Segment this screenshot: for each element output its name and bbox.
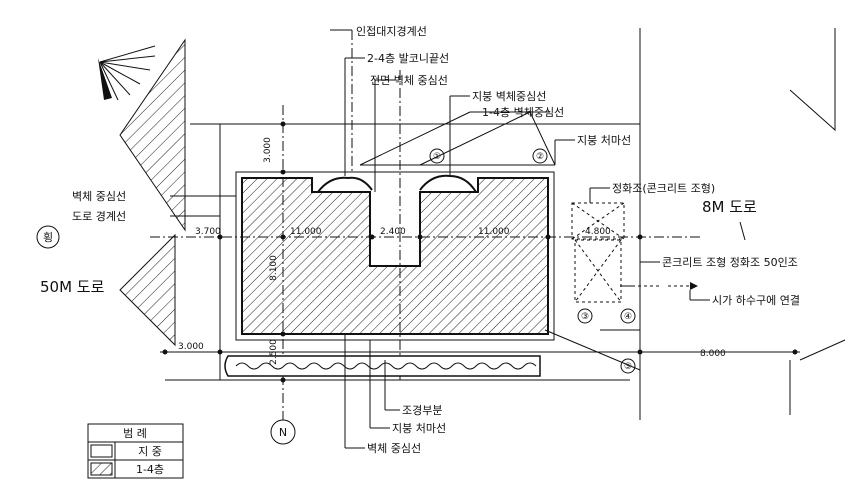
legend: 범 례 지 중 1-4층 [87,423,184,479]
svg-text:N: N [279,426,287,439]
bubble-1: ① [429,148,445,164]
wall-center-front-label: 전면 벽체 중심선 [370,74,448,87]
landscape-strip [224,355,541,377]
north-arrow-icon [98,45,156,101]
legend-title: 범 례 [123,427,147,440]
left-circle-marker: 횡 [36,225,60,249]
adjacent-boundary-label: 인접대지경계선 [356,25,427,38]
bubble-3: ③ [577,308,593,324]
bubble-4: ④ [620,308,636,324]
roof-lines [359,111,556,166]
bubble-2: ② [532,148,548,164]
legend-land: 지 중 [138,445,162,458]
road-boundary-label: 도로 경계선 [72,210,126,223]
building-footprint [235,171,555,341]
bubble-5: ⑤ [620,358,636,374]
floor-wall-center-label: 1-4층 벽체중심선 [482,106,564,119]
dim-bottom-right: 8.000 [700,349,726,359]
landscape-label: 조경부분 [402,404,442,417]
dim-right-h: 4.800 [585,227,611,237]
left-road-triangles [119,38,186,347]
right-road-edge [789,28,846,415]
dim-top-v: 3.000 [263,137,273,163]
roof-wall-center-label: 지붕 벽체중심선 [472,90,546,103]
dim-mid-2: 2.400 [380,227,406,237]
concrete-septic-label: 콘크리트 조형 정화조 50인조 [662,256,798,269]
sewer-label: 시가 하수구에 연결 [712,293,800,307]
wall-center-left-label: 벽체 중심선 [72,190,126,203]
svg-text:③: ③ [581,312,589,322]
balcony-label: 2-4층 발코니끝선 [367,52,449,65]
dim-mid-1: 11.000 [290,227,322,237]
road-50m-label: 50M 도로 [40,278,105,296]
dimension-ticks [162,121,798,383]
wall-center-bottom-label: 벽체 중심선 [367,442,421,455]
dim-vertical: 8.100 [269,255,279,281]
road-8m-label: 8M 도로 [702,198,757,216]
svg-text:②: ② [536,152,544,162]
legend-building: 1-4층 [136,463,164,476]
leader-lines [170,29,746,449]
dim-bottom-v: 2.500 [269,339,279,365]
roof-eave-top-label: 지붕 처마선 [577,134,631,147]
dim-left-h: 3.700 [195,227,221,237]
svg-text:횡: 횡 [43,231,53,244]
roof-eave-bottom-label: 지붕 처마선 [392,422,446,435]
svg-text:①: ① [433,152,441,162]
north-marker: N [270,419,296,445]
dim-mid-3: 11.000 [478,227,510,237]
dim-bottom-left: 3.000 [178,342,204,352]
septic-tank-label: 정화조(콘크리트 조형) [612,182,715,195]
svg-text:④: ④ [624,312,632,322]
septic-tank [571,202,698,303]
svg-text:⑤: ⑤ [624,362,632,372]
